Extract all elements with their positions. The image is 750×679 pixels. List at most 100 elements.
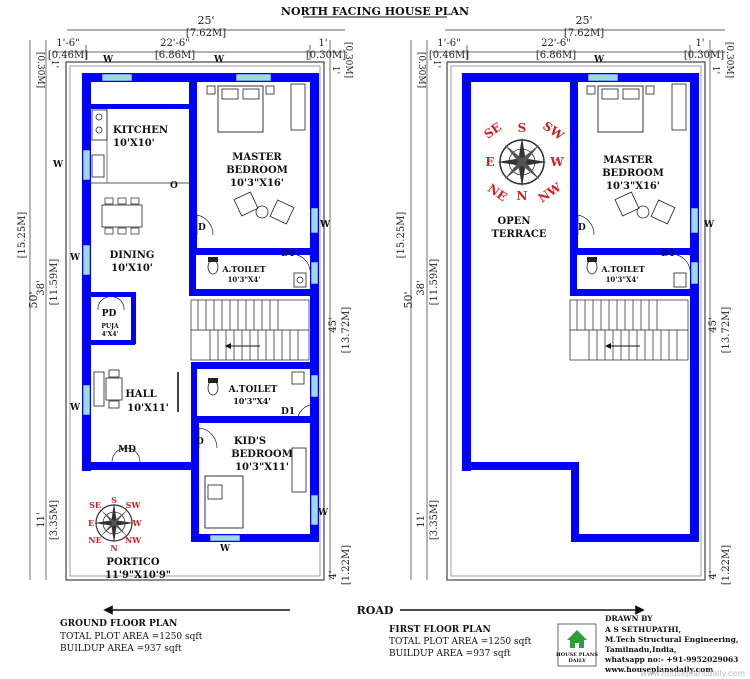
ff-right-seg-ft: 1' [695,38,704,49]
gf-portico-ft: 11' [36,512,47,527]
gf-right-main-ft: 45' [328,317,339,332]
gf-right-main-m: [13.72M] [341,307,352,354]
credit-line1: A S SETHUPATHI, [604,625,681,634]
ff-compass-nw: NW [536,180,564,206]
gf-window-top-right: W [213,55,225,65]
gf-dining-label: DINING [110,250,155,261]
gf-md-label: MD [118,445,136,455]
gf-kids-label2: BEDROOM [231,449,293,460]
credit-line4: whatsapp no:- +91-9952029063 [604,655,738,664]
gf-plan-title: GROUND FLOOR PLAN [60,619,177,629]
gf-left-seg-ft: 1'-6" [56,38,79,49]
ff-plan-title: FIRST FLOOR PLAN [389,625,491,635]
gf-portico-label: PORTICO [106,557,159,568]
ff-top-ft: 1' [431,60,441,68]
ff-right-main-ft: 45' [708,317,719,332]
ff-mid-seg-m: [6.86M] [536,50,576,61]
road-label: ROAD [357,604,394,617]
gf-mid-seg-m: [6.86M] [155,50,195,61]
logo-line1: HOUSE PLANS [556,652,598,658]
credit-head: DRAWN BY [605,614,653,623]
logo-line2: DAILY [568,658,586,664]
gf-mid-seg-ft: 22'-6" [160,38,190,49]
gf-compass-sw: SW [126,500,142,510]
gf-staircase [190,299,310,361]
ff-left-seg-m: [0.46M] [429,50,469,61]
ff-terrace-label: TERRACE [491,229,546,240]
ff-right-main-m: [13.72M] [721,307,732,354]
ff-right-seg-m: [0.30M] [684,50,724,61]
gf-master-size: 10'3"X16' [230,178,284,189]
ff-right-bottom-m: [1.22M] [721,545,732,585]
gf-compass-s: S [111,495,117,505]
ff-right-top-ft: 1' [710,66,720,74]
credit-line5: www.houseplansdaily.com [604,665,713,674]
gf-toilet1-label: A.TOILET [221,264,265,274]
ff-compass-w: W [549,155,564,169]
gf-plot-area: TOTAL PLOT AREA =1250 sqft [60,632,203,642]
ff-house-m: [11.59M] [429,259,440,306]
ff-right-top-m: [0.30M] [724,42,734,78]
ff-master-label: MASTER [603,155,653,166]
gf-compass-se: SE [89,500,101,510]
gf-buildup-area: BUILDUP AREA =937 sqft [60,644,182,654]
gf-portico-m: [3.35M] [49,500,60,540]
ff-compass-e: E [485,155,494,169]
gf-right-seg-m: [0.30M] [306,50,346,61]
gf-left-seg-m: [0.46M] [48,50,88,61]
ff-compass-rose [497,137,547,187]
gf-door-toilet2: D1 [281,407,295,417]
ff-left-seg-ft: 1'-6" [437,38,460,49]
ff-compass-s: S [518,121,527,135]
gf-puja-label: PUJA [101,323,119,330]
ff-toilet-label: A.TOILET [600,264,644,274]
ff-width-m: [7.62M] [564,28,604,39]
gf-house-ft: 38' [36,280,47,295]
ff-open-label: OPEN [498,216,531,227]
ff-compass-n: N [517,189,528,203]
ff-top-m: [0.30M] [416,52,426,88]
gf-door-kids: D [196,437,204,447]
ff-portico-ft: 11' [416,512,427,527]
gf-compass-nw: NW [125,535,142,545]
gf-hall-label: HALL [125,389,156,400]
gf-puja-size: 4'X4' [102,331,119,338]
ff-door-toilet: D1 [661,249,675,259]
ff-plot-area: TOTAL PLOT AREA =1250 sqft [389,637,532,647]
gf-kitchen-size: 10'X10' [113,138,155,149]
ff-staircase [569,299,689,361]
gf-door-master: D [198,223,206,233]
ff-door-master: D [578,223,586,233]
gf-window-left1: W [52,160,64,170]
gf-compass-ne: NE [88,535,101,545]
ground-floor-plan: 25' [7.62M] 1'-6" [0.46M] 22'-6" [6.86M]… [17,14,353,585]
gf-kids-label: KID'S [234,436,266,447]
ff-right-bottom-ft: 4' [708,570,719,579]
gf-right-top-ft: 1' [330,66,340,74]
ff-window-top: W [593,55,605,65]
gf-toilet2-size: 10'3"X4' [233,396,271,406]
gf-compass-w: W [132,518,143,528]
gf-hall-size: 10'X11' [127,403,169,414]
ff-compass-ne: NE [485,181,510,204]
gf-house-m: [11.59M] [49,259,60,306]
credit-line3: Tamilnadu,India, [605,645,677,654]
ff-house-ft: 38' [416,280,427,295]
credit-line2: M.Tech Structural Engineering, [605,635,738,644]
watermark: www.houseplansdaily.com [640,669,745,678]
ff-compass-se: SE [481,120,504,142]
gf-compass-e: E [88,518,94,528]
ff-buildup-area: BUILDUP AREA =937 sqft [389,649,511,659]
ff-toilet-size: 10'3"X4' [606,275,639,284]
gf-compass-n: N [110,543,117,553]
ff-mid-seg-ft: 22'-6" [541,38,571,49]
ff-portico-m: [3.35M] [429,500,440,540]
ff-master-label2: BEDROOM [602,168,664,179]
gf-master-label2: BEDROOM [226,165,288,176]
gf-right-bottom-m: [1.22M] [341,545,352,585]
gf-door-toilet1: D1 [281,249,295,259]
gf-dining-size: 10'X10' [111,263,153,274]
gf-window-left3: W [69,403,81,413]
ff-compass-sw: SW [540,119,567,143]
